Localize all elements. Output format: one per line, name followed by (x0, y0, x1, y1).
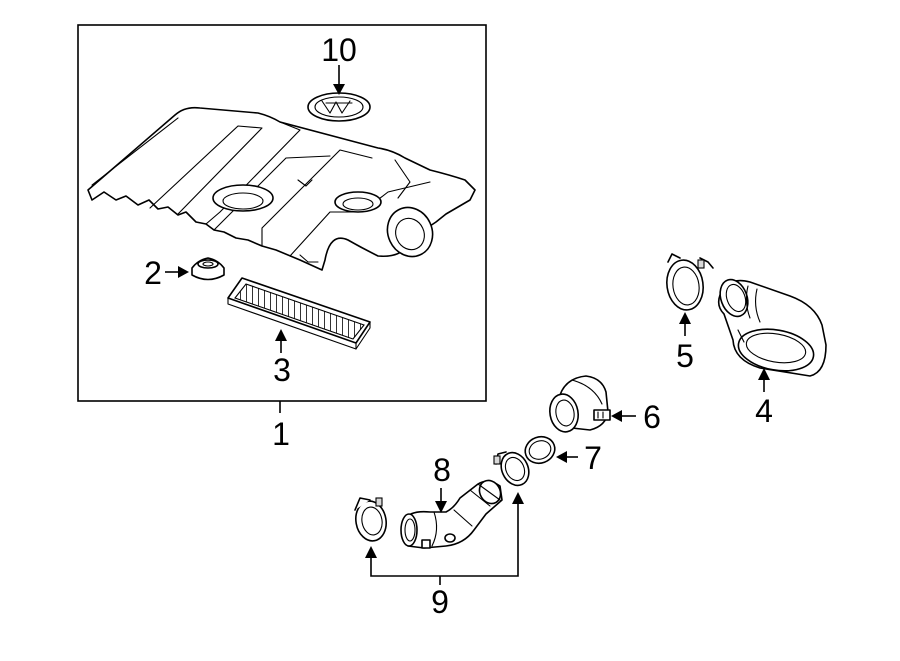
callout-7[interactable]: 7 (584, 440, 602, 476)
mass-air-flow-sensor-icon[interactable] (547, 375, 611, 434)
intake-hose-elbow-icon[interactable] (715, 276, 827, 377)
leader-9-bracket (370, 502, 519, 577)
emblem-badge-icon[interactable] (307, 92, 371, 122)
grommet-icon[interactable] (191, 257, 225, 281)
assembly-frame (77, 24, 487, 402)
callout-1[interactable]: 1 (272, 416, 290, 452)
callout-6[interactable]: 6 (643, 399, 661, 435)
o-ring-seal-icon[interactable] (521, 433, 558, 468)
callout-9[interactable]: 9 (431, 584, 449, 620)
arrow-7 (556, 451, 567, 463)
arrow-3 (275, 329, 287, 341)
callout-5[interactable]: 5 (676, 338, 694, 374)
arrow-6 (611, 410, 622, 422)
arrow-8 (435, 501, 447, 513)
arrow-4 (758, 368, 770, 380)
arrow-9-right (512, 492, 524, 504)
air-intake-duct-icon[interactable] (400, 477, 505, 549)
callout-3[interactable]: 3 (273, 352, 291, 388)
air-filter-element-icon[interactable] (227, 277, 371, 350)
callout-10[interactable]: 10 (321, 32, 357, 68)
engine-cover-icon[interactable] (87, 106, 476, 271)
hose-clamp-right-icon[interactable] (493, 448, 534, 490)
callout-8[interactable]: 8 (433, 452, 451, 488)
arrow-5 (679, 312, 691, 324)
callout-2[interactable]: 2 (144, 255, 162, 291)
arrow-10 (333, 84, 345, 95)
callout-4[interactable]: 4 (755, 393, 773, 429)
arrow-9-left (365, 546, 377, 558)
hose-clamp-left-icon[interactable] (353, 497, 389, 543)
arrow-2 (178, 266, 189, 278)
hose-clamp-icon[interactable] (664, 253, 714, 312)
